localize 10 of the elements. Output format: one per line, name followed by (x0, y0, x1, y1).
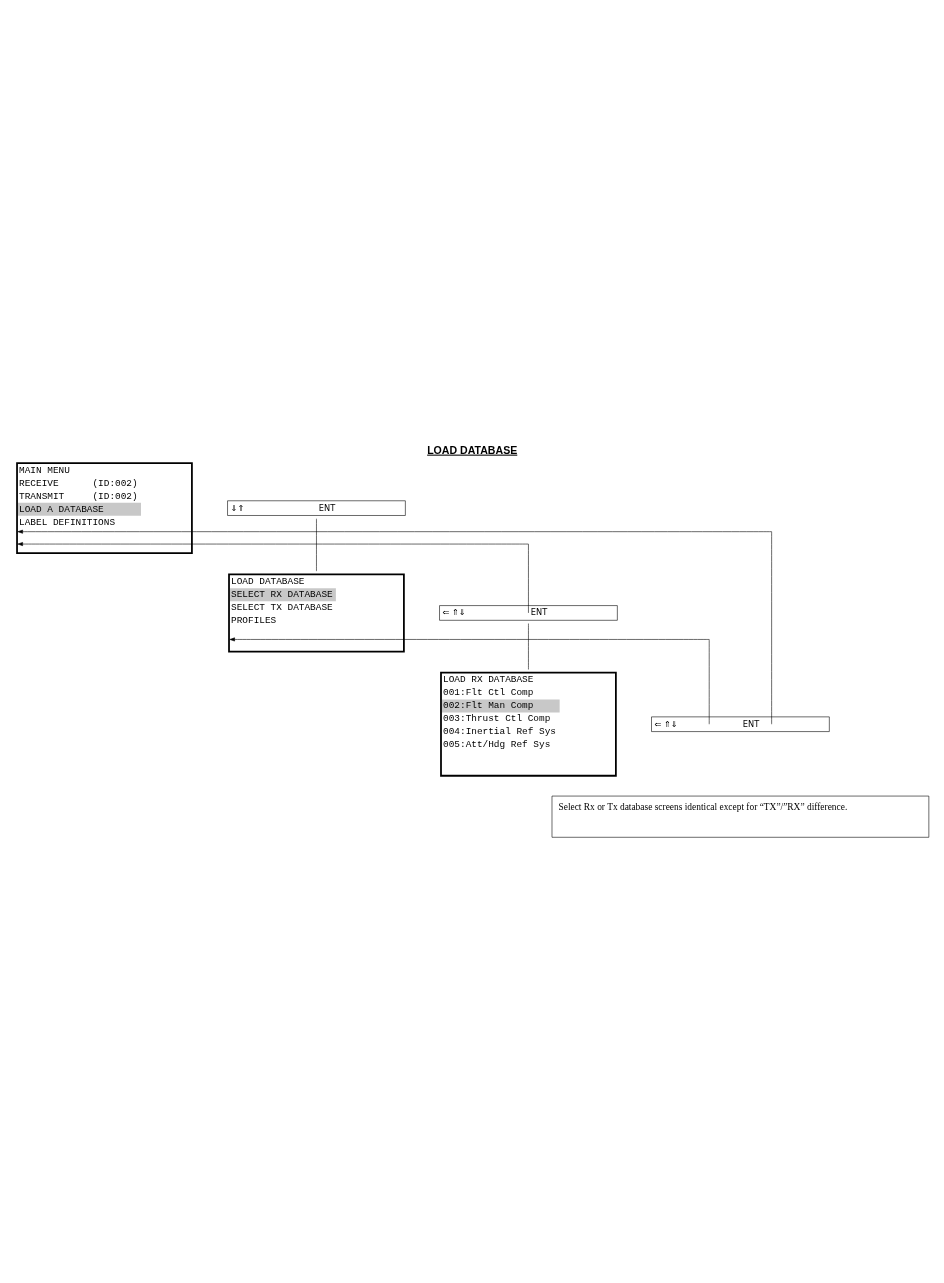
node-box: Select Rx or Tx database screens identical except for “TX”/”RX” difference. (551, 795, 929, 838)
arrow (229, 637, 709, 725)
node-box: ⇐ ⇑⇓ ENT (438, 605, 618, 621)
node-box: ⇓⇑ ENT (226, 500, 406, 516)
arrow (17, 529, 772, 725)
arrow (17, 542, 529, 614)
connector (527, 623, 529, 670)
node-box: ⇐ ⇑⇓ ENT (650, 716, 830, 732)
connector (315, 518, 317, 572)
diagram-title: LOAD DATABASE (426, 443, 517, 456)
